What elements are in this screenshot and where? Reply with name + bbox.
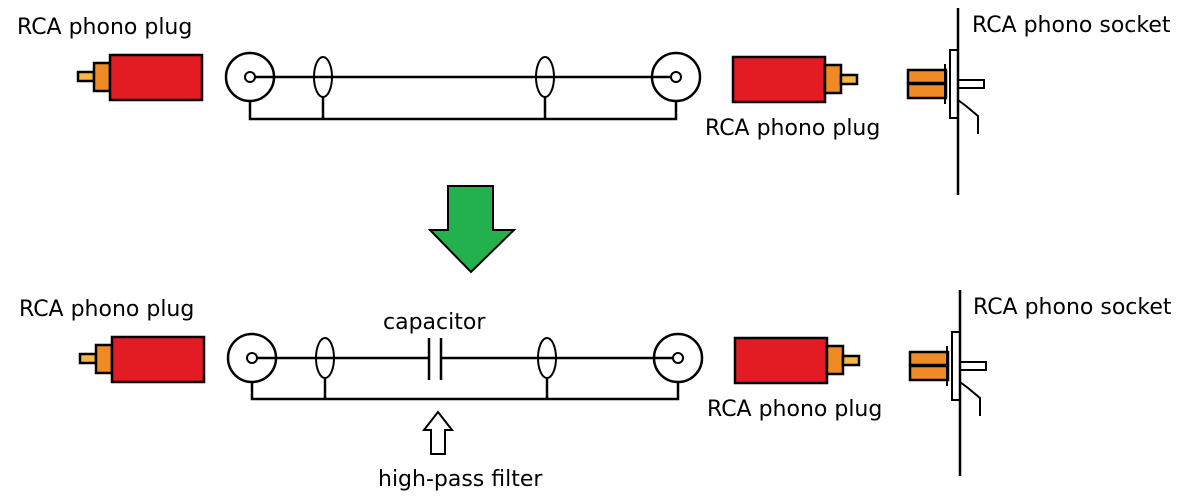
bottom-right-rca-plug — [733, 336, 861, 385]
ground-wire — [248, 101, 678, 121]
plug-collar — [823, 63, 843, 95]
top-rca-socket — [906, 8, 985, 195]
socket-pin-tab — [959, 361, 987, 371]
socket-collar-upper — [908, 350, 950, 367]
plug-body — [733, 336, 829, 385]
bottom-cable-schematic — [226, 332, 704, 401]
top-left-rca-plug — [76, 53, 204, 102]
plug-pin — [841, 354, 861, 367]
bottom-right-plug-label: RCA phono plug — [707, 397, 882, 422]
plug-collar — [94, 343, 114, 375]
socket-collar-upper — [906, 68, 948, 85]
top-right-plug-label: RCA phono plug — [705, 116, 880, 141]
plug-collar — [92, 61, 112, 93]
plug-pin — [839, 73, 859, 86]
plug-collar — [825, 344, 845, 376]
plug-pin — [76, 70, 96, 83]
bottom-socket-label: RCA phono socket — [973, 295, 1172, 320]
top-cable-schematic — [224, 51, 702, 121]
down-arrow-icon — [427, 185, 517, 274]
high-pass-filter-label: high-pass filter — [378, 467, 543, 492]
socket-ground-tab — [959, 381, 981, 416]
capacitor-label: capacitor — [383, 310, 486, 335]
plug-pin — [78, 352, 98, 365]
socket-pin-tab — [957, 79, 985, 89]
bottom-left-plug-label: RCA phono plug — [19, 297, 194, 322]
capacitor-symbol — [427, 338, 443, 380]
ground-wire — [250, 382, 680, 401]
top-socket-label: RCA phono socket — [972, 13, 1171, 38]
socket-ground-tab — [957, 99, 979, 134]
plug-body — [731, 55, 827, 104]
top-row: RCA phono plug RCA phono plug — [17, 8, 1171, 195]
top-left-plug-label: RCA phono plug — [17, 15, 192, 40]
bottom-row: RCA phono plug capacitor — [19, 290, 1172, 492]
plug-body — [110, 335, 206, 384]
up-arrow-icon — [421, 410, 455, 455]
bottom-left-rca-plug — [78, 335, 206, 384]
top-right-rca-plug — [731, 55, 859, 104]
plug-body — [108, 53, 204, 102]
socket-collar-lower — [908, 364, 950, 382]
bottom-rca-socket — [908, 290, 987, 476]
socket-collar-lower — [906, 82, 948, 100]
